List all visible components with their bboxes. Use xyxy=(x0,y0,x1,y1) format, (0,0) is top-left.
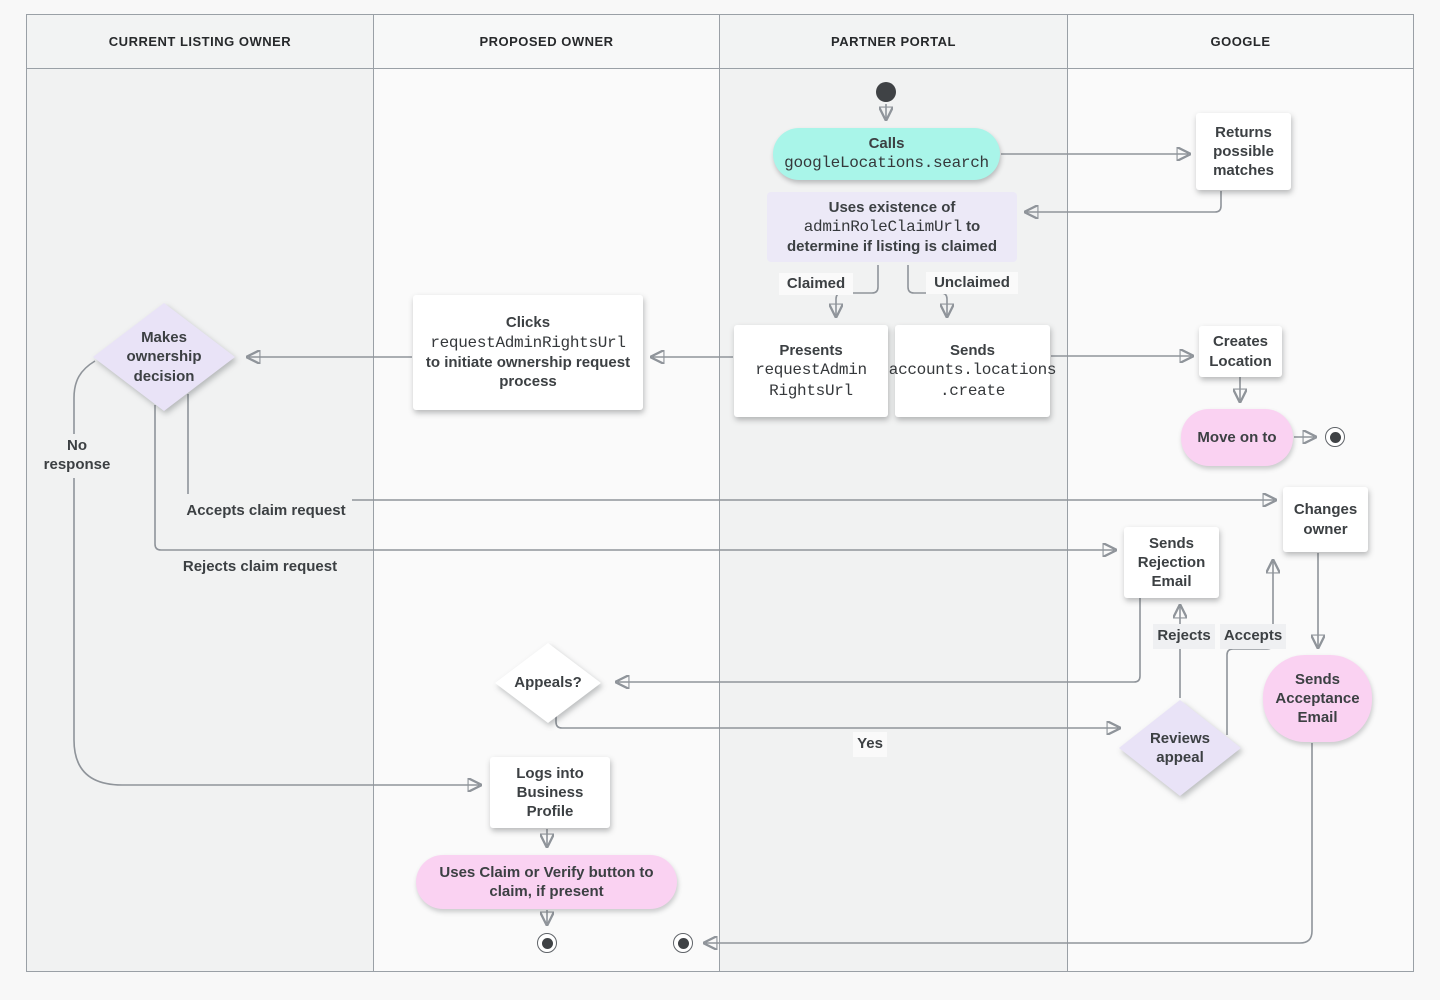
lane-current-listing-owner: CURRENT LISTING OWNER xyxy=(26,14,374,972)
node-makes-ownership-decision: Makes ownership decision xyxy=(93,303,235,411)
node-text: to initiate ownership request process xyxy=(425,354,631,391)
node-title: Presents xyxy=(779,341,843,359)
lane-title: CURRENT LISTING OWNER xyxy=(27,15,373,69)
node-text: Makes ownership decision xyxy=(126,328,202,385)
edge-label-claimed: Claimed xyxy=(779,273,853,295)
edge-label-rejects: Rejects xyxy=(1153,624,1215,649)
node-logs-into-business-profile: Logs into Business Profile xyxy=(490,757,610,828)
node-text: determine if listing is claimed xyxy=(786,238,998,256)
node-creates-location: Creates Location xyxy=(1199,326,1282,377)
node-presents-requestadminrightsurl: Presents requestAdmin RightsUrl xyxy=(734,325,888,417)
node-text: Sends Rejection Email xyxy=(1137,534,1206,591)
node-appeals: Appeals? xyxy=(495,643,601,723)
node-text: Uses existence of xyxy=(828,198,956,216)
end-node-claim xyxy=(537,933,557,953)
node-text: Uses Claim or Verify button to claim, if… xyxy=(439,863,654,900)
start-node xyxy=(876,82,896,102)
node-uses-existence-adminroleclaimurl: Uses existence of adminRoleClaimUrl to d… xyxy=(767,192,1017,262)
node-changes-owner: Changes owner xyxy=(1283,487,1368,552)
node-title: Calls xyxy=(868,135,905,153)
node-reviews-appeal: Reviews appeal xyxy=(1119,700,1241,796)
node-text: Sends Acceptance Email xyxy=(1275,670,1360,727)
api-method-text: requestAdmin xyxy=(755,361,867,380)
node-sends-acceptance-email: Sends Acceptance Email xyxy=(1263,655,1372,742)
node-sends-accounts-locations-create: Sends accounts.locations .create xyxy=(889,325,1057,417)
node-text: Returns possible matches xyxy=(1213,123,1274,180)
api-method-text: googleLocations.search xyxy=(784,154,989,173)
api-method-text: requestAdminRightsUrl xyxy=(430,333,626,352)
node-title: Sends xyxy=(949,341,995,359)
edge-label-no-response: No response xyxy=(40,434,114,478)
node-text: Changes owner xyxy=(1293,501,1358,538)
edge-label-accepts: Accepts xyxy=(1220,624,1286,649)
lane-title: PARTNER PORTAL xyxy=(720,15,1067,69)
node-text: Logs into Business Profile xyxy=(516,764,584,821)
node-returns-possible-matches: Returns possible matches xyxy=(1196,113,1291,190)
api-method-text: accounts.locations xyxy=(888,361,1057,380)
end-node-move-on xyxy=(1325,427,1345,447)
lane-proposed-owner: PROPOSED OWNER xyxy=(373,14,720,972)
edge-label-rejects-claim-request: Rejects claim request xyxy=(176,553,344,581)
node-text: Move on to xyxy=(1197,428,1277,446)
lane-title: PROPOSED OWNER xyxy=(374,15,719,69)
edge-label-unclaimed: Unclaimed xyxy=(926,272,1018,294)
node-text: Appeals? xyxy=(514,674,582,692)
node-calls-googlelocations-search: Calls googleLocations.search xyxy=(773,128,1000,180)
node-text: Reviews appeal xyxy=(1149,729,1211,767)
node-move-on-to: Move on to xyxy=(1181,409,1293,466)
end-node-acceptance xyxy=(673,933,693,953)
lane-title: GOOGLE xyxy=(1068,15,1413,69)
edge-label-accepts-claim-request: Accepts claim request xyxy=(180,494,352,528)
api-method-text: RightsUrl xyxy=(769,381,853,400)
node-sends-rejection-email: Sends Rejection Email xyxy=(1124,527,1219,598)
node-text: adminRoleClaimUrl to xyxy=(803,217,981,236)
node-uses-claim-or-verify-button: Uses Claim or Verify button to claim, if… xyxy=(416,855,677,909)
node-text: Creates Location xyxy=(1209,333,1272,370)
node-clicks-requestadminrightsurl: Clicks requestAdminRightsUrl to initiate… xyxy=(413,295,643,410)
edge-label-yes: Yes xyxy=(853,732,887,757)
node-title: Clicks xyxy=(505,314,551,332)
api-method-text: .create xyxy=(939,381,1006,400)
